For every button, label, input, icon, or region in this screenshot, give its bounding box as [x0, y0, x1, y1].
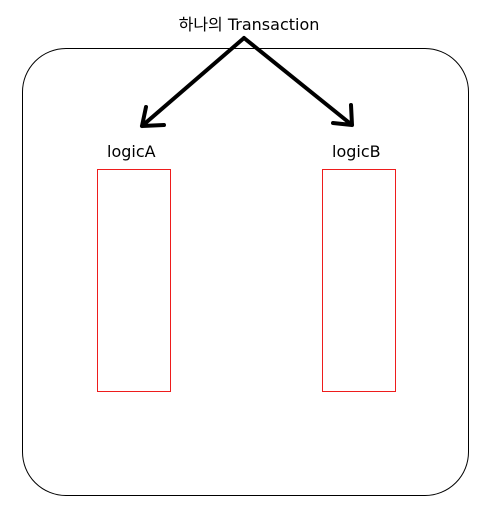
logic-b-label: logicB [332, 142, 381, 161]
transaction-container [22, 48, 469, 496]
logic-a-label: logicA [107, 142, 156, 161]
arrow-right [242, 36, 354, 127]
diagram-title: 하나의 Transaction [178, 15, 320, 34]
logic-b-box [322, 169, 396, 392]
arrow-left [140, 36, 246, 128]
logic-a-box [97, 169, 171, 392]
